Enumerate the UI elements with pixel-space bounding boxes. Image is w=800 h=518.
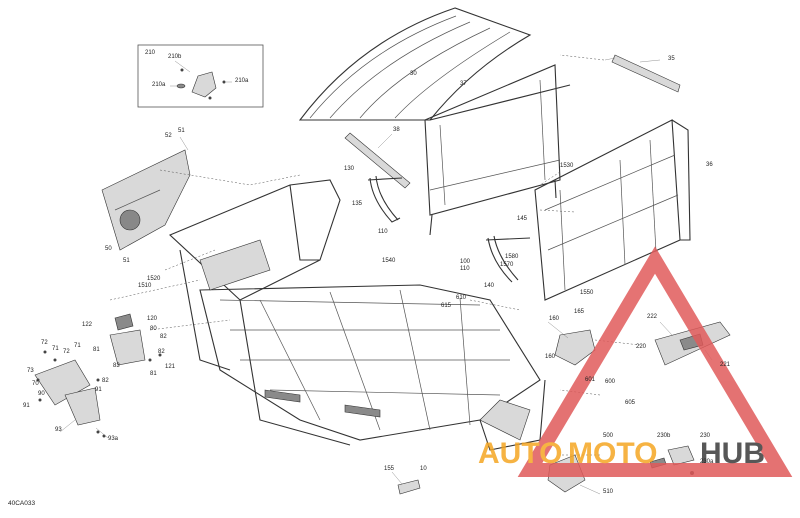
callout-c-1540: 1540 [382, 258, 396, 264]
callout-c-50: 50 [105, 246, 112, 252]
callout-c-1570: 1570 [500, 262, 514, 268]
watermark-part-auto: AUTO [478, 437, 562, 470]
callout-c-110-mid: 110 [460, 266, 470, 272]
callout-c-1520: 1520 [147, 276, 161, 282]
callout-c-230a: 230a [700, 459, 714, 465]
bar-110-left [367, 175, 403, 223]
tube-38 [344, 132, 411, 189]
callout-c-52: 52 [165, 133, 172, 139]
callout-c-100: 100 [460, 259, 471, 265]
callout-c-82-b: 82 [158, 349, 165, 355]
callout-c-72-mid: 72 [63, 349, 70, 355]
callout-c-91-left: 91 [23, 403, 30, 409]
callout-c-10: 10 [420, 466, 427, 472]
rear-bracket-160 [547, 321, 596, 366]
diagram-reference-code: 40CA033 [8, 500, 36, 507]
callout-c-36: 36 [706, 162, 713, 168]
callout-c-51-top: 51 [178, 128, 185, 134]
callout-labels: 210 210b 210a 210a 30 37 35 38 51 52 130 135 1530 36 1… [23, 50, 731, 495]
front-bracket-50 [101, 136, 191, 251]
callout-c-140: 140 [484, 283, 495, 289]
callout-c-615: 615 [441, 303, 452, 309]
callout-c-230b: 230b [657, 433, 671, 439]
callout-c-51-mid: 51 [123, 258, 130, 264]
callout-c-82: 82 [160, 334, 167, 340]
callout-c-110-left: 110 [378, 229, 388, 235]
callout-c-155: 155 [384, 466, 395, 472]
callout-c-160-top: 160 [549, 316, 560, 322]
part-155 [391, 471, 421, 495]
callout-c-93: 93 [55, 427, 62, 433]
callout-c-71-left: 71 [52, 346, 59, 352]
callout-c-73: 73 [27, 368, 34, 374]
watermark-part-hub: HUB [700, 437, 765, 470]
callout-c-1550: 1550 [580, 290, 594, 296]
callout-c-210b: 210b [168, 54, 182, 60]
callout-c-210a-right: 210a [235, 78, 249, 84]
callout-c-91-right: 91 [95, 387, 102, 393]
callout-c-160-mid: 160 [545, 354, 556, 360]
callout-c-601: 601 [585, 377, 596, 383]
callout-c-605: 605 [625, 400, 636, 406]
callout-c-145: 145 [517, 216, 528, 222]
callout-c-37: 37 [460, 81, 467, 87]
reference-dashes [109, 54, 641, 456]
left-bracket-assembly [34, 313, 162, 439]
callout-c-81-a: 81 [93, 347, 100, 353]
callout-c-35: 35 [668, 56, 675, 62]
callout-c-210a-left: 210a [152, 82, 166, 88]
roof-panel [298, 7, 571, 236]
callout-c-90: 90 [38, 391, 45, 397]
callout-c-1530: 1530 [560, 163, 574, 169]
callout-c-220: 220 [636, 344, 647, 350]
roll-bar-35 [604, 54, 681, 93]
callout-c-71-mid: 71 [74, 343, 81, 349]
callout-c-510: 510 [603, 489, 614, 495]
callout-c-80: 80 [150, 326, 157, 332]
callout-c-610: 610 [456, 295, 467, 301]
callout-c-1510: 1510 [138, 283, 152, 289]
watermark-part-moto: MOTO [568, 437, 657, 470]
callout-c-122: 122 [82, 322, 93, 328]
callout-c-70: 70 [32, 381, 39, 387]
callout-c-135: 135 [352, 201, 363, 207]
watermark-logo: AUTO MOTO HUB [478, 246, 793, 477]
callout-c-83: 83 [113, 363, 120, 369]
callout-c-165: 165 [574, 309, 585, 315]
callout-c-222: 222 [647, 314, 658, 320]
inset-210-box [137, 44, 264, 108]
bar-110-mid [485, 235, 531, 283]
callout-c-81-b: 81 [150, 371, 157, 377]
callout-c-130: 130 [344, 166, 355, 172]
callout-c-38: 38 [393, 127, 400, 133]
callout-c-500: 500 [603, 433, 614, 439]
main-chassis [168, 179, 546, 451]
callout-c-93a: 93a [108, 436, 119, 442]
callout-c-210: 210 [145, 50, 156, 56]
callout-c-120: 120 [147, 316, 158, 322]
callout-c-600: 600 [605, 379, 616, 385]
callout-c-82-c: 82 [102, 378, 109, 384]
callout-c-72-left: 72 [41, 340, 48, 346]
side-frame-36 [534, 119, 691, 301]
callout-c-221: 221 [720, 362, 731, 368]
callout-c-230: 230 [700, 433, 711, 439]
callout-c-1580: 1580 [505, 254, 519, 260]
callout-c-30: 30 [410, 71, 417, 77]
callout-c-121: 121 [165, 364, 176, 370]
warning-triangle-icon [517, 246, 793, 477]
